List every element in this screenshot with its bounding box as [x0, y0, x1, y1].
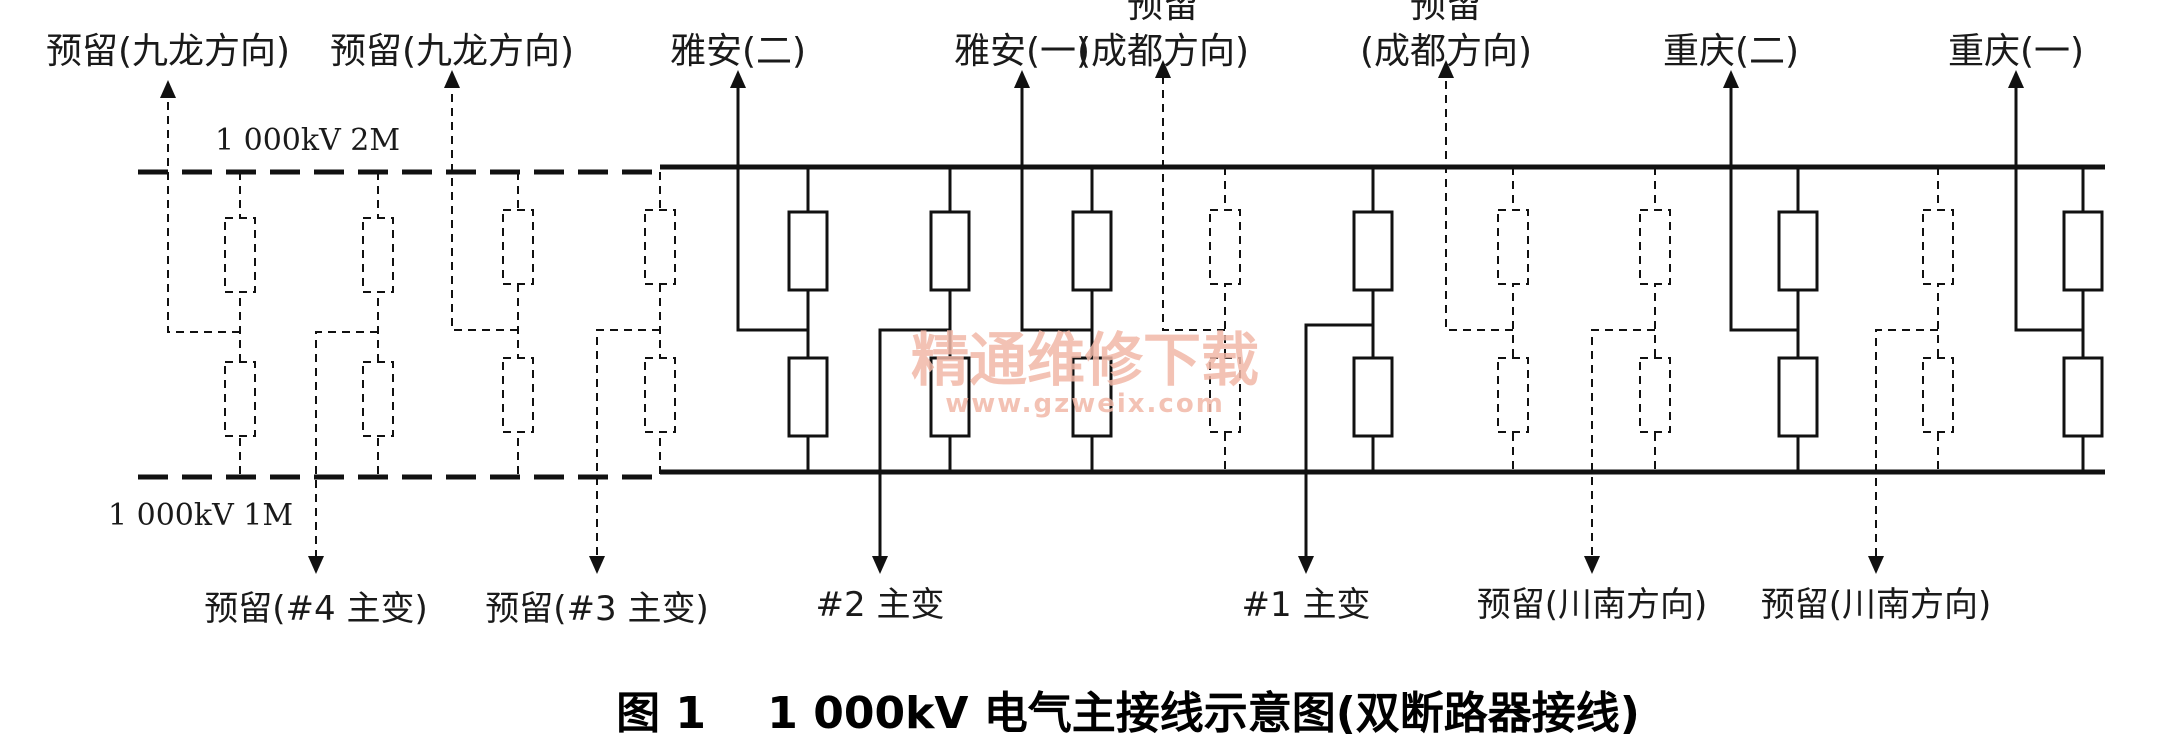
watermark-url: www.gzweix.com [945, 389, 1225, 419]
bottom-label: 预留(川南方向) [1761, 585, 1992, 625]
arrow-down-icon [589, 556, 605, 574]
arrow-down-icon [872, 556, 888, 574]
arrow-up-icon [1438, 60, 1454, 78]
bottom-label: 预留(#3 主变) [485, 589, 708, 629]
bottom-label: #2 主变 [816, 585, 945, 625]
top-label: (成都方向) [1077, 31, 1249, 72]
reserved-strings-left [167, 82, 676, 562]
bottom-label: #1 主变 [1242, 585, 1371, 625]
arrow-down-icon [308, 556, 324, 574]
top-label: 预留 [1410, 0, 1482, 26]
arrow-up-icon [444, 70, 460, 88]
arrow-up-icon [1723, 70, 1739, 88]
bottom-label: 预留(#4 主变) [204, 589, 427, 629]
bus-1m-label: 1 000kV 1M [108, 498, 293, 533]
arrow-up-icon [730, 70, 746, 88]
arrowheads [160, 60, 2024, 574]
arrow-down-icon [1868, 556, 1884, 574]
arrow-up-icon [2008, 70, 2024, 88]
arrow-down-icon [1298, 556, 1314, 574]
bus-2m-label: 1 000kV 2M [215, 123, 400, 158]
arrow-down-icon [1584, 556, 1600, 574]
bottom-labels: 预留(#4 主变) 预留(#3 主变) #2 主变 #1 主变 预留(川南方向)… [204, 585, 1991, 629]
top-label: (成都方向) [1360, 31, 1532, 72]
top-label: 雅安(一) [954, 31, 1090, 72]
built-strings [736, 82, 2104, 562]
arrow-up-icon [1014, 70, 1030, 88]
figure-caption: 图 1 1 000kV 电气主接线示意图(双断路器接线) [616, 688, 1640, 739]
top-label: 预留 [1127, 0, 1199, 26]
top-labels: 预留(九龙方向) 预留(九龙方向) 雅安(二) 雅安(一) 预留 (成都方向) … [46, 0, 2084, 72]
arrow-up-icon [1155, 60, 1171, 78]
top-label: 雅安(二) [670, 31, 806, 72]
reserved-strings-right [1162, 72, 1954, 562]
watermark-text: 精通维修下载 [911, 326, 1259, 394]
top-label: 重庆(二) [1663, 31, 1799, 72]
top-label: 重庆(一) [1948, 31, 2084, 72]
top-label: 预留(九龙方向) [330, 31, 574, 72]
busbars [138, 164, 2105, 480]
arrow-up-icon [160, 80, 176, 98]
bottom-label: 预留(川南方向) [1477, 585, 1708, 625]
top-label: 预留(九龙方向) [46, 31, 290, 72]
